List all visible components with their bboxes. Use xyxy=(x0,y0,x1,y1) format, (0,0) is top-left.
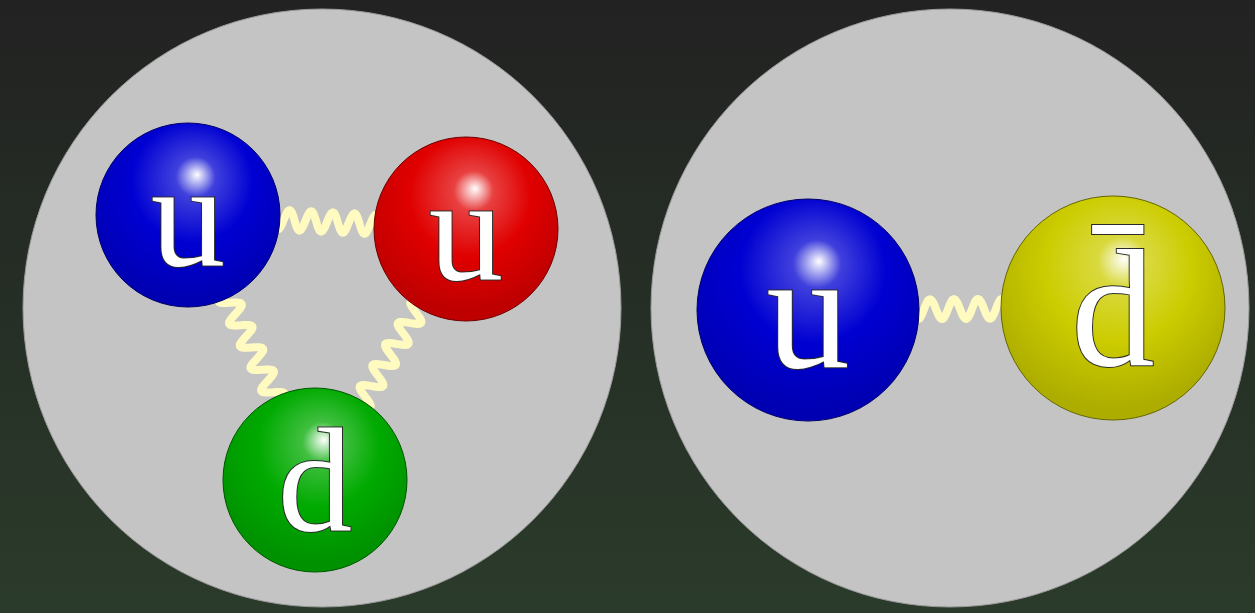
quark-sphere: u xyxy=(95,122,281,308)
quark-sphere: d xyxy=(222,387,408,573)
hadron-circle: u d̄ xyxy=(650,8,1250,608)
hadron-circle: u ud xyxy=(22,8,622,608)
quark-letter: d xyxy=(278,406,353,555)
quark-sphere: u xyxy=(696,198,920,422)
quark-sphere: u xyxy=(373,136,559,322)
quark-letter: d̄ xyxy=(1071,225,1155,392)
quark-letter: u xyxy=(151,141,226,290)
quark-letter: u xyxy=(429,155,504,304)
quark-letter: u xyxy=(766,227,850,394)
quark-sphere: d̄ xyxy=(1000,195,1226,421)
